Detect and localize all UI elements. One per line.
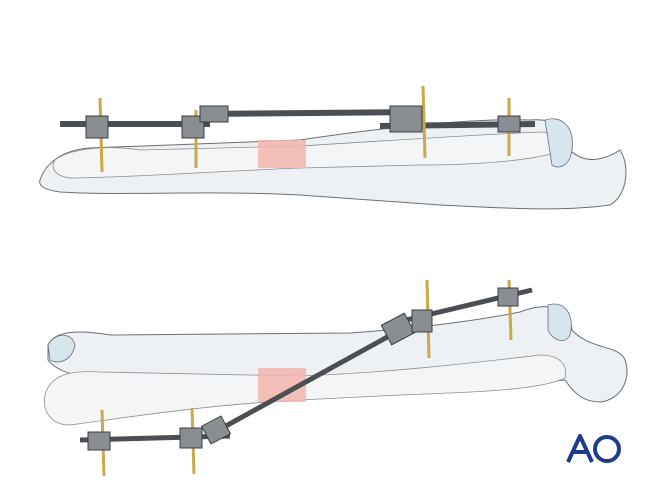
cartilage-bottom xyxy=(47,334,76,363)
rod-top-2 xyxy=(199,109,421,117)
cartilage-top xyxy=(544,118,573,168)
bottom-view xyxy=(43,279,628,477)
top-view xyxy=(39,85,627,210)
fracture-zone-top xyxy=(258,140,306,168)
clamps-bottom xyxy=(87,287,519,451)
ao-logo xyxy=(566,434,621,463)
cartilage-bottom-distal xyxy=(547,303,572,341)
rod-bottom-oblique xyxy=(213,327,402,435)
clamps-top xyxy=(85,105,521,139)
